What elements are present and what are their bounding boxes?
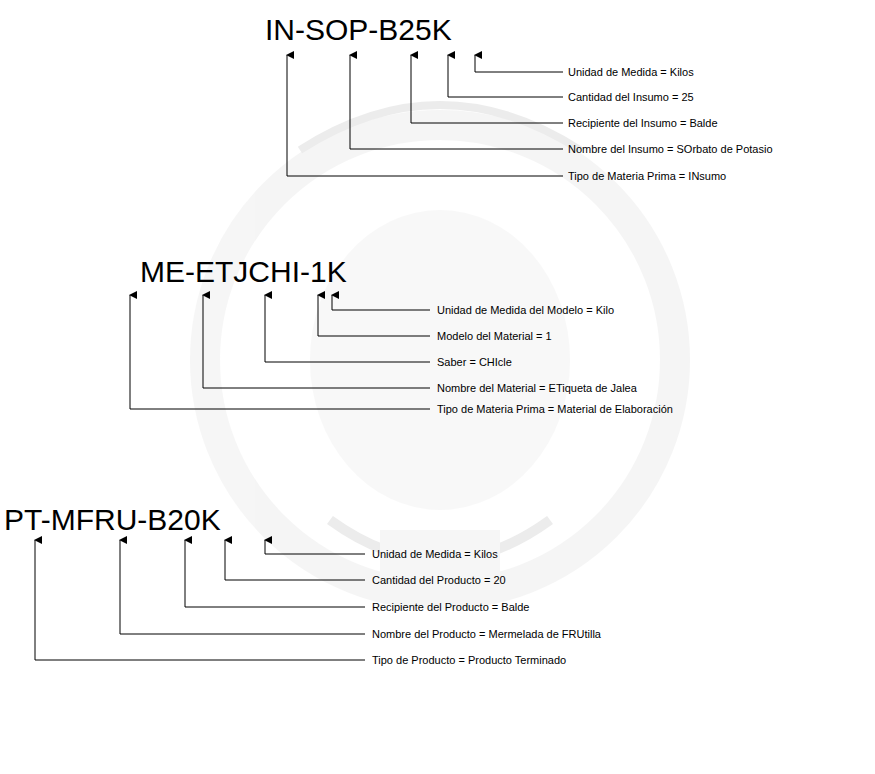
explanation-label: Nombre del Insumo = SOrbato de Potasio	[568, 142, 773, 156]
explanation-label: Tipo de Producto = Producto Terminado	[372, 653, 566, 667]
code-label: PT-MFRU-B20K	[4, 503, 221, 537]
explanation-label: Cantidad del Producto = 20	[372, 573, 506, 587]
explanation-label: Unidad de Medida = Kilos	[568, 65, 694, 79]
explanation-label: Nombre del Material = ETiqueta de Jalea	[437, 381, 637, 395]
explanation-label: Cantidad del Insumo = 25	[568, 90, 694, 104]
explanation-label: Recipiente del Producto = Balde	[372, 600, 529, 614]
code-label: IN-SOP-B25K	[265, 13, 452, 47]
explanation-label: Nombre del Producto = Mermelada de FRUti…	[372, 627, 601, 641]
explanation-label: Modelo del Material = 1	[437, 329, 552, 343]
code-label: ME-ETJCHI-1K	[140, 255, 347, 289]
explanation-label: Recipiente del Insumo = Balde	[568, 116, 718, 130]
explanation-label: Saber = CHIcle	[437, 355, 512, 369]
explanation-label: Tipo de Materia Prima = INsumo	[568, 169, 726, 183]
explanation-label: Unidad de Medida = Kilos	[372, 547, 498, 561]
explanation-label: Unidad de Medida del Modelo = Kilo	[437, 303, 614, 317]
explanation-label: Tipo de Materia Prima = Material de Elab…	[437, 402, 673, 416]
